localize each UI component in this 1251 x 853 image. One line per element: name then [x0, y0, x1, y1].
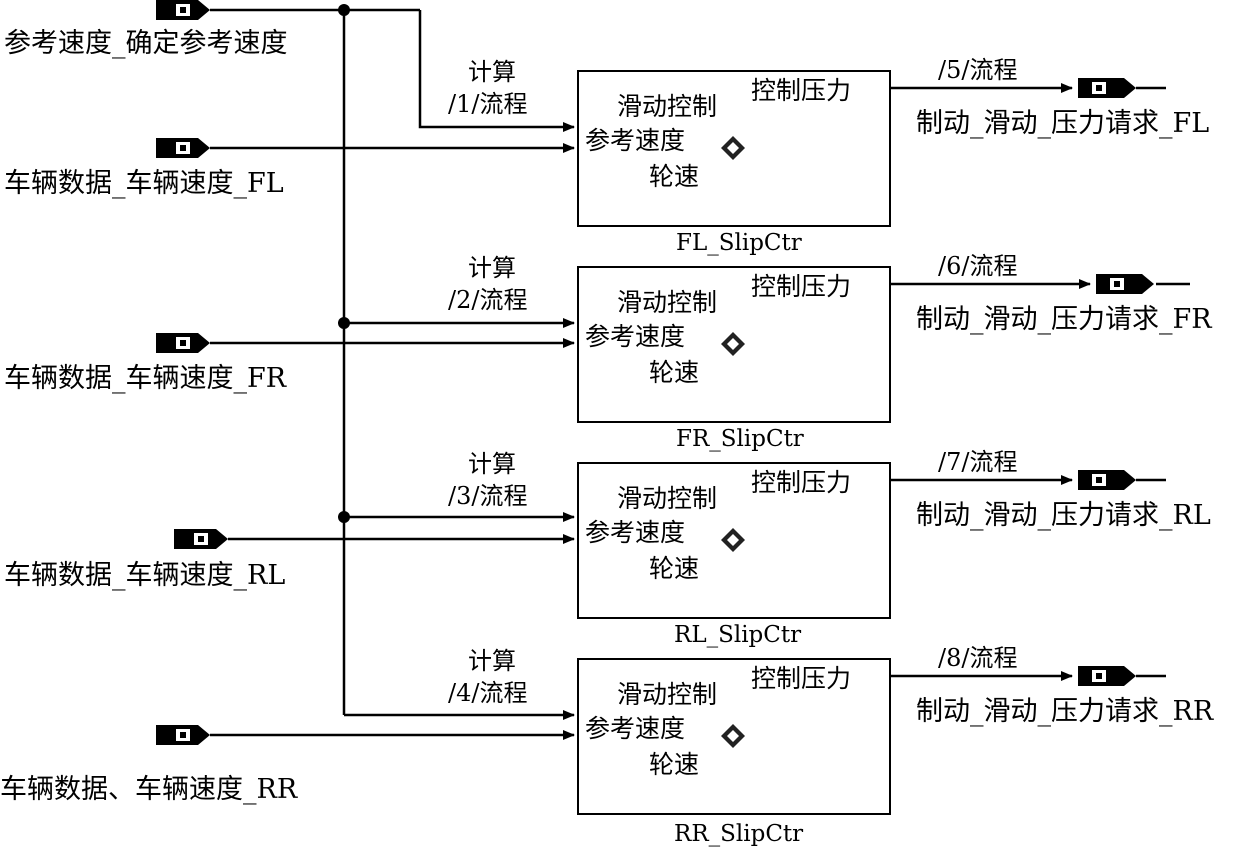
outport-icon[interactable]	[1078, 470, 1136, 490]
input-label-rr: 车辆数据、车辆速度_RR	[0, 774, 298, 805]
calc-label: 计算	[468, 647, 516, 675]
port-label: 滑动控制	[617, 288, 718, 317]
diamond-icon	[721, 724, 745, 748]
block-name: RL_SlipCtr	[674, 622, 802, 648]
calc-flow-label: /3/流程	[448, 482, 528, 510]
inport-icon[interactable]	[174, 529, 228, 549]
output-flow-label: /5/流程	[938, 56, 1018, 84]
inport-icon[interactable]	[156, 725, 210, 745]
port-label: 参考速度	[585, 518, 686, 547]
port-label: 参考速度	[585, 126, 686, 155]
block-rl-slipctr[interactable]: 滑动控制 参考速度 轮速 控制压力	[577, 462, 891, 619]
output-label-fl: 制动_滑动_压力请求_FL	[916, 108, 1210, 139]
junction-dot	[338, 4, 350, 16]
output-flow-label: /7/流程	[938, 448, 1018, 476]
diamond-icon	[721, 332, 745, 356]
port-label: 轮速	[649, 358, 700, 387]
calc-flow-label: /2/流程	[448, 286, 528, 314]
output-label-rr: 制动_滑动_压力请求_RR	[916, 696, 1214, 727]
block-name: FL_SlipCtr	[676, 230, 802, 256]
port-label: 滑动控制	[617, 484, 718, 513]
port-label: 控制压力	[751, 76, 852, 105]
block-rr-slipctr[interactable]: 滑动控制 参考速度 轮速 控制压力	[577, 658, 891, 815]
outport-icon[interactable]	[1078, 78, 1136, 98]
calc-label: 计算	[468, 254, 516, 282]
inport-icon[interactable]	[156, 333, 210, 353]
wire-ref-to-fl	[418, 10, 575, 132]
inport-icon[interactable]	[156, 0, 210, 20]
diamond-icon	[721, 528, 745, 552]
input-label-fr: 车辆数据_车辆速度_FR	[4, 363, 287, 394]
port-label: 轮速	[649, 162, 700, 191]
port-label: 参考速度	[585, 714, 686, 743]
block-fl-slipctr[interactable]: 滑动控制 参考速度 轮速 控制压力	[577, 70, 891, 227]
output-label-fr: 制动_滑动_压力请求_FR	[916, 304, 1212, 335]
output-flow-label: /8/流程	[938, 644, 1018, 672]
port-label: 滑动控制	[617, 92, 718, 121]
block-name: RR_SlipCtr	[674, 821, 804, 847]
input-label-fl: 车辆数据_车辆速度_FL	[4, 168, 284, 199]
calc-flow-label: /4/流程	[448, 679, 528, 707]
port-label: 参考速度	[585, 322, 686, 351]
port-label: 滑动控制	[617, 680, 718, 709]
input-label-rl: 车辆数据_车辆速度_RL	[4, 560, 286, 591]
calc-label: 计算	[468, 58, 516, 86]
port-label: 控制压力	[751, 468, 852, 497]
port-label: 轮速	[649, 554, 700, 583]
port-label: 控制压力	[751, 272, 852, 301]
block-fr-slipctr[interactable]: 滑动控制 参考速度 轮速 控制压力	[577, 266, 891, 423]
output-flow-label: /6/流程	[938, 252, 1018, 280]
output-label-rl: 制动_滑动_压力请求_RL	[916, 500, 1211, 531]
block-name: FR_SlipCtr	[676, 426, 804, 452]
inport-icon[interactable]	[156, 138, 210, 158]
input-label-ref-speed: 参考速度_确定参考速度	[4, 28, 288, 59]
outport-icon[interactable]	[1096, 274, 1154, 294]
diamond-icon	[721, 136, 745, 160]
calc-flow-label: /1/流程	[448, 90, 528, 118]
port-label: 轮速	[649, 750, 700, 779]
outport-icon[interactable]	[1078, 666, 1136, 686]
calc-label: 计算	[468, 450, 516, 478]
port-label: 控制压力	[751, 664, 852, 693]
